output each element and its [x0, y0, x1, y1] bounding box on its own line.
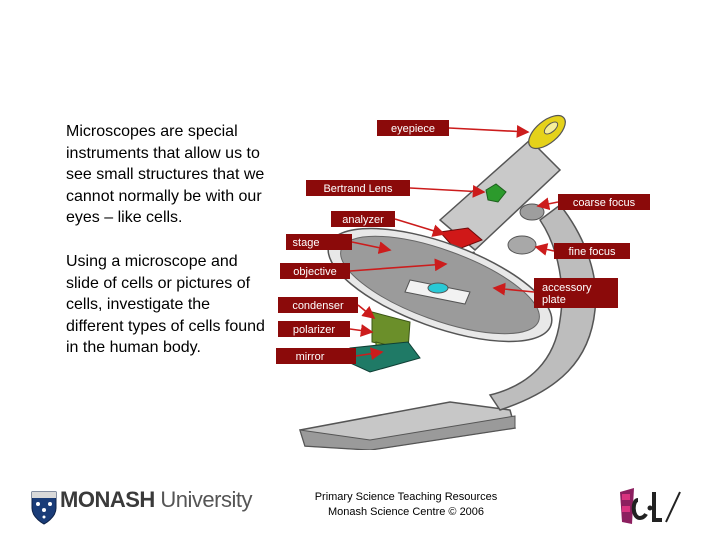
label-objective: objective	[280, 263, 350, 279]
paragraph-task: Using a microscope and slide of cells or…	[66, 252, 265, 357]
label-analyzer: analyzer	[331, 211, 395, 227]
label-condenser: condenser	[278, 297, 358, 313]
bertrand-lens-part	[485, 183, 507, 203]
label-fine-focus: fine focus	[554, 243, 630, 259]
monash-university-logo	[31, 491, 57, 525]
eyepiece-part	[528, 114, 566, 150]
body-text: Microscopes are special instruments that…	[66, 121, 266, 381]
svg-text:coarse focus: coarse focus	[573, 197, 636, 209]
coarse-focus-knob	[519, 203, 545, 221]
svg-text:fine focus: fine focus	[568, 246, 616, 258]
svg-text:stage: stage	[293, 237, 320, 249]
monash-light-text: University	[154, 487, 252, 512]
msc-logo	[620, 488, 681, 524]
mirror-part	[347, 341, 421, 373]
footer-line-1: Primary Science Teaching Resources	[314, 491, 498, 503]
monash-bold-text: MONASH	[60, 487, 155, 512]
svg-text:mirror: mirror	[296, 351, 325, 363]
footer-line-2: Monash Science Centre © 2006	[327, 506, 485, 518]
label-coarse-focus: coarse focus	[558, 194, 650, 210]
footer-credit: Primary Science Teaching Resources Monas…	[290, 490, 522, 520]
svg-text:accessory: accessory	[542, 282, 592, 294]
label-bertrand-lens: Bertrand Lens	[306, 180, 410, 196]
label-accessory-plate: accessory plate	[534, 278, 618, 308]
svg-text:polarizer: polarizer	[293, 324, 336, 336]
fine-focus-knob	[507, 235, 537, 255]
svg-text:condenser: condenser	[292, 300, 344, 312]
paragraph-intro: Microscopes are special instruments that…	[66, 123, 265, 227]
svg-text:eyepiece: eyepiece	[391, 123, 435, 135]
monash-wordmark: MONASH University	[60, 487, 252, 513]
svg-text:analyzer: analyzer	[342, 214, 384, 226]
svg-text:plate: plate	[542, 294, 566, 306]
svg-text:Bertrand Lens: Bertrand Lens	[323, 183, 393, 195]
microscope-diagram: eyepiece Bertrand Lens analyzer stage ob…	[276, 114, 650, 450]
label-eyepiece: eyepiece	[377, 120, 449, 136]
label-stage: stage	[286, 234, 352, 250]
label-mirror: mirror	[276, 348, 356, 364]
label-arrows	[349, 125, 559, 361]
label-polarizer: polarizer	[278, 321, 350, 337]
svg-text:objective: objective	[293, 266, 336, 278]
